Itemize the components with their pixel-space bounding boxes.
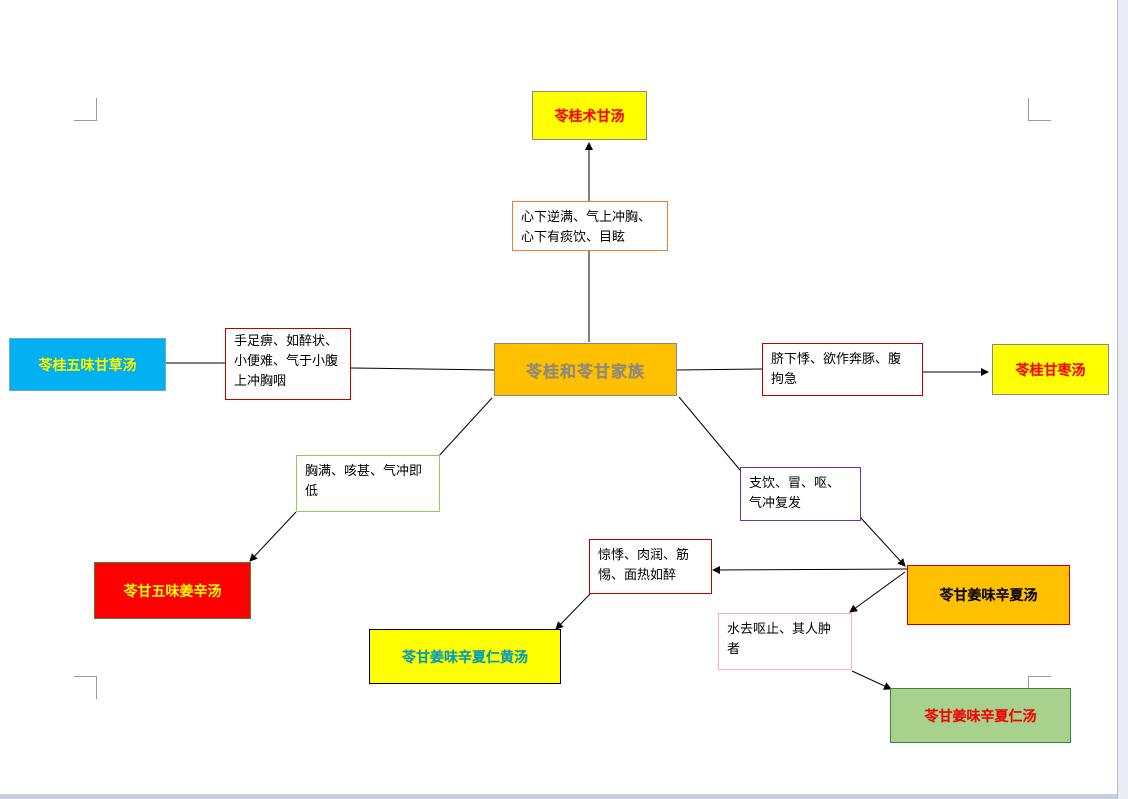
label-right: 脐下悸、欲作奔豚、腹 拘急 [762, 343, 923, 396]
label-mid-right: 水去呕止、其人肿 者 [718, 613, 852, 670]
arrow-to-bottom-right-node [851, 670, 892, 690]
label-mid-left: 惊悸、肉润、筋 惕、面热如醉 [589, 539, 712, 594]
lower-right-node[interactable]: 苓甘姜味辛夏汤 [907, 565, 1070, 625]
arrow-to-mid-left-label [712, 565, 908, 574]
lower-left-node[interactable]: 苓甘五味姜辛汤 [94, 562, 251, 619]
right-node[interactable]: 苓桂甘枣汤 [992, 344, 1109, 395]
arrow-to-lower-right-node [859, 516, 906, 567]
crop-mark-top-left [74, 98, 97, 121]
arrow-to-bottom-mid-node [555, 592, 592, 630]
crop-mark-bottom-left [74, 676, 97, 699]
label-left: 手足痹、如醉状、 小便难、气于小腹 上冲胸咽 [225, 328, 351, 400]
label-lower-left: 胸满、咳甚、气冲即 低 [296, 455, 440, 512]
horizontal-scrollbar[interactable] [0, 794, 1117, 799]
left-node[interactable]: 苓桂五味甘草汤 [9, 338, 166, 391]
bottom-mid-node[interactable]: 苓甘姜味辛夏仁黄汤 [369, 629, 561, 684]
top-node[interactable]: 苓桂术甘汤 [532, 91, 647, 140]
label-lower-right: 支饮、冒、呕、 气冲复发 [740, 467, 861, 521]
connector-center-right-label [675, 368, 763, 371]
connector-center-left-label [350, 367, 495, 371]
connector-center-lower-left-label [436, 397, 493, 459]
arrow-to-lower-left-node [249, 511, 297, 562]
vertical-scrollbar[interactable] [1117, 0, 1128, 799]
label-top: 心下逆满、气上冲胸、 心下有痰饮、目眩 [512, 201, 668, 251]
crop-mark-top-right [1028, 98, 1051, 121]
arrow-to-mid-right-label [849, 571, 906, 613]
bottom-right-node[interactable]: 苓甘姜味辛夏仁汤 [890, 688, 1071, 743]
connector-center-lower-right-label [678, 396, 741, 471]
center-node[interactable]: 苓桂和苓甘家族 [494, 343, 677, 396]
crop-mark-bottom-right [1028, 676, 1051, 699]
